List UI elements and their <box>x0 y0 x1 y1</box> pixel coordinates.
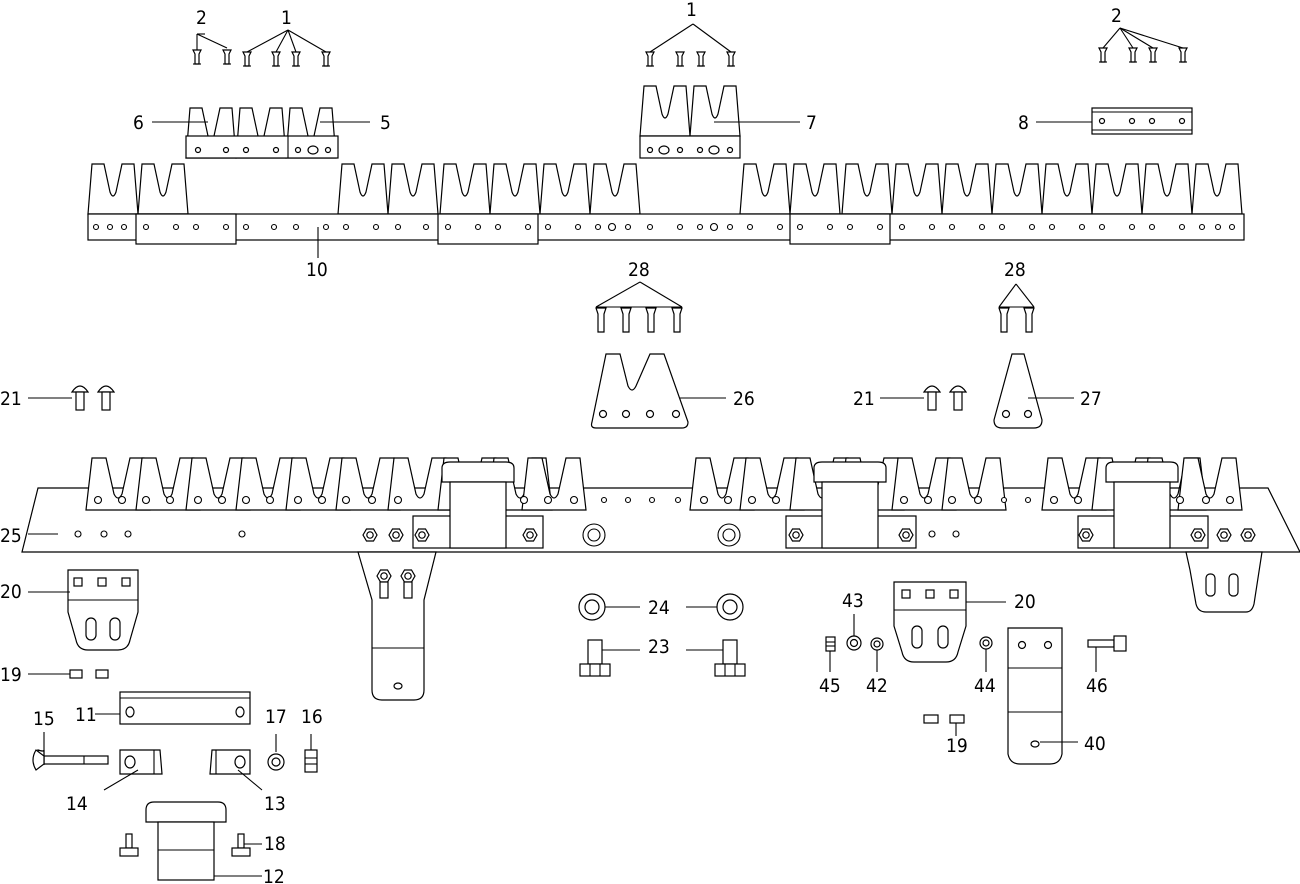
label-17: 17 <box>265 706 287 728</box>
label-44: 44 <box>974 675 996 697</box>
bracket-20-right: 20 <box>893 581 1036 663</box>
guard-12: 12 <box>145 801 285 884</box>
rivet-group-1-left: 1 <box>242 7 331 67</box>
rivet-group-2-right: 2 <box>1098 5 1188 63</box>
knife-section-26: 26 <box>590 353 755 429</box>
bolt-group-28-left: 28 <box>595 259 683 333</box>
nuts-19-left: 19 <box>0 664 109 686</box>
label-40: 40 <box>1084 733 1106 755</box>
label-23: 23 <box>648 636 670 658</box>
label-28-right: 28 <box>1004 259 1026 281</box>
bolts-21-right: 21 <box>853 385 967 411</box>
rivet-group-2-left: 2 <box>192 7 232 65</box>
label-24: 24 <box>648 597 670 619</box>
label-13: 13 <box>264 793 286 815</box>
bolt-46: 46 <box>1086 635 1127 697</box>
nuts-19-right: 19 <box>923 714 968 757</box>
bolts-21-left: 21 <box>0 385 115 411</box>
label-19-left: 19 <box>0 664 22 686</box>
label-15: 15 <box>33 708 55 730</box>
label-21-right: 21 <box>853 388 875 410</box>
knife-section-27: 27 <box>993 353 1102 429</box>
label-18: 18 <box>264 833 286 855</box>
spacer-14: 14 <box>66 749 163 815</box>
label-2-left: 2 <box>196 7 207 29</box>
label-2-right: 2 <box>1111 5 1122 27</box>
label-42: 42 <box>866 675 888 697</box>
washer-17: 17 <box>265 706 287 771</box>
label-8: 8 <box>1018 112 1029 134</box>
rivet-group-1-middle: 1 <box>645 0 736 67</box>
label-21-left: 21 <box>0 388 22 410</box>
label-43: 43 <box>842 590 864 612</box>
plate-11: 11 <box>75 691 251 726</box>
label-12: 12 <box>263 866 285 884</box>
strap-40: 40 <box>1007 627 1106 765</box>
label-11: 11 <box>75 704 97 726</box>
bolt-15: 15 <box>32 708 109 771</box>
label-20-left: 20 <box>0 581 22 603</box>
label-16: 16 <box>301 706 323 728</box>
label-7: 7 <box>806 112 817 134</box>
label-45: 45 <box>819 675 841 697</box>
label-14: 14 <box>66 793 88 815</box>
nut-16: 16 <box>301 706 323 773</box>
label-6: 6 <box>133 112 144 134</box>
label-1-middle: 1 <box>686 0 697 21</box>
cutter-bar-assembly-25: 25 <box>0 457 1300 701</box>
bolt-group-28-right: 28 <box>998 259 1035 333</box>
knife-section-7: 7 <box>639 85 817 159</box>
label-27: 27 <box>1080 388 1102 410</box>
label-28-left: 28 <box>628 259 650 281</box>
bracket-20-left: 20 <box>0 569 139 651</box>
knife-bar-10: 10 <box>87 163 1245 281</box>
washers-24: 24 <box>578 593 744 621</box>
splice-plate-8: 8 <box>1018 107 1193 135</box>
label-19-right: 19 <box>946 735 968 757</box>
label-26: 26 <box>733 388 755 410</box>
label-5: 5 <box>380 112 391 134</box>
label-1-left: 1 <box>281 7 292 29</box>
bolts-18: 18 <box>119 833 286 857</box>
knife-section-6-5: 6 5 <box>133 107 391 159</box>
washer-44: 44 <box>974 636 996 697</box>
parts-45-43-42: 45 43 42 <box>819 590 888 697</box>
bolts-23: 23 <box>579 636 746 677</box>
label-20-right: 20 <box>1014 591 1036 613</box>
spacer-13: 13 <box>209 749 286 815</box>
label-46: 46 <box>1086 675 1108 697</box>
label-25: 25 <box>0 525 22 547</box>
label-10: 10 <box>306 259 328 281</box>
